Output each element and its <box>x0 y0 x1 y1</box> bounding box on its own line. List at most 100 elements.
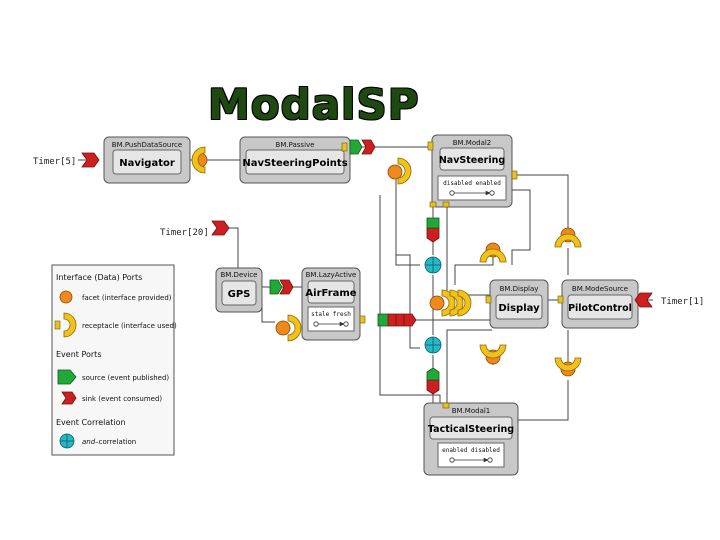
wire-nav-display <box>446 207 492 296</box>
state-dot-airframe-a <box>313 321 319 327</box>
wire-tactical-display <box>446 329 492 405</box>
component-name-navsteering: NavSteering <box>439 155 505 166</box>
source-navpoints <box>349 139 363 155</box>
port-navsteering-bottom-b <box>429 201 437 208</box>
port-navpoints-right <box>341 142 348 152</box>
sink-tactical-in <box>426 379 440 395</box>
component-type-tactical: BM.Modal1 <box>452 407 491 415</box>
legend-section-correlation: Event Correlation <box>56 418 126 427</box>
legend-receptacle-icon <box>63 312 77 338</box>
receptacles <box>191 146 582 372</box>
component-navigator: BM.PushDataSource Navigator <box>103 136 191 184</box>
state-dot-tactical-b <box>487 457 493 463</box>
legend-source-icon <box>57 369 77 385</box>
legend-section-events: Event Ports <box>56 350 102 359</box>
state-label-tactical: enabled disabled <box>442 447 500 454</box>
wire-navsteering-pilot <box>512 174 569 230</box>
receptacle-pilot-bottom <box>554 357 582 372</box>
receptacle-display-bottom <box>479 344 507 359</box>
wire-right-loop <box>511 189 531 265</box>
component-tactical-steering: BM.Modal1 TacticalSteering enabled disab… <box>423 402 519 476</box>
state-dot-airframe-b <box>343 321 349 327</box>
state-label-airframe: stale fresh <box>311 311 351 318</box>
component-name-tactical: TacticalSteering <box>428 424 514 435</box>
component-airframe: BM.LazyActive AirFrame stale fresh <box>301 267 361 341</box>
component-type-pilot: BM.ModeSource <box>572 285 628 293</box>
receptacle-pilot-top <box>554 233 582 248</box>
component-name-display: Display <box>498 303 540 314</box>
source-navsteering <box>426 217 440 229</box>
state-dot-navsteering-b <box>489 190 495 196</box>
legend-box <box>51 264 175 456</box>
sink-gps <box>211 220 230 236</box>
sink-navpoints <box>361 139 376 155</box>
sink-pilot <box>634 292 653 308</box>
component-display: BM.Display Display <box>489 279 549 329</box>
component-name-navigator: Navigator <box>119 158 175 169</box>
port-display-left <box>485 295 492 304</box>
state-label-navsteering: disabled enabled <box>443 180 501 187</box>
legend-sink-label: sink (event consumed) <box>82 395 162 403</box>
legend-sink-icon <box>61 391 77 405</box>
legend-facet-label: facet (interface provided) <box>82 294 172 302</box>
timer-20-label: Timer[20] <box>160 228 209 238</box>
legend-receptacle-label: receptacle (interface used) <box>82 322 177 330</box>
component-type-navsteering: BM.Modal2 <box>453 139 492 147</box>
port-airframe-right <box>359 315 366 324</box>
component-type-gps: BM.Device <box>220 271 257 279</box>
port-pilot-left <box>557 295 564 304</box>
legend-correlation-label: and–correlation <box>82 438 136 446</box>
wire-gps-receptacle <box>261 302 275 323</box>
legend-section-ports: Interface (Data) Ports <box>56 273 142 282</box>
source-tactical <box>426 367 440 381</box>
port-squares <box>341 141 564 409</box>
sink-navsteering-in <box>426 227 440 243</box>
legend-source-label: source (event published) <box>82 374 169 382</box>
component-type-airframe: BM.LazyActive <box>306 271 357 279</box>
source-gps <box>269 279 283 295</box>
legend-port-square <box>54 320 61 330</box>
component-type-display: BM.Display <box>500 285 539 293</box>
state-dot-navsteering-a <box>449 190 455 196</box>
legend-correlation-and: and <box>82 438 96 446</box>
port-tactical-top <box>442 402 450 409</box>
timer-1-label: Timer[1] <box>661 297 704 307</box>
timer-5-label: Timer[5] <box>33 157 76 167</box>
wire-bus-left <box>379 195 441 405</box>
component-name-airframe: AirFrame <box>305 288 356 299</box>
legend: Interface (Data) Ports facet (interface … <box>51 264 177 456</box>
receptacle-airframe <box>287 314 302 342</box>
component-type-navigator: BM.PushDataSource <box>112 141 182 149</box>
sink-airframe-in <box>279 279 294 295</box>
component-gps: BM.Device GPS <box>215 267 263 313</box>
facet-gps <box>275 320 291 336</box>
receptacle-display-top <box>479 248 507 263</box>
port-navsteering-bottom-a <box>442 201 450 208</box>
correlations <box>424 256 442 354</box>
state-dot-tactical-a <box>449 457 455 463</box>
component-pilot-control: BM.ModeSource PilotControl <box>561 279 639 329</box>
sink-navigator <box>81 152 100 168</box>
facet-navpoints <box>387 164 403 180</box>
component-nav-steering-points: BM.Passive NavSteeringPoints <box>239 136 351 184</box>
sink-stack <box>387 313 417 327</box>
component-name-navpoints: NavSteeringPoints <box>242 158 347 169</box>
facet-airframe <box>429 295 445 311</box>
port-navsteering-left <box>427 141 434 151</box>
receptacle-display-3 <box>457 289 472 317</box>
wire-loop <box>396 254 420 349</box>
component-type-navpoints: BM.Passive <box>276 141 315 149</box>
legend-correlation-suffix: –correlation <box>95 438 136 446</box>
facets <box>192 152 576 377</box>
sink-stack-3 <box>403 313 417 327</box>
receptacle-navpoints <box>191 146 206 174</box>
component-name-gps: GPS <box>228 289 251 300</box>
legend-facet-icon <box>59 290 73 304</box>
page-title: ModalSP <box>208 80 420 129</box>
wire-pilot-tactical <box>518 380 569 421</box>
component-name-pilot: PilotControl <box>568 303 632 314</box>
component-nav-steering: BM.Modal2 NavSteering disabled enabled <box>431 134 513 208</box>
receptacle-navsteering <box>397 157 412 185</box>
port-navsteering-right <box>511 170 518 180</box>
